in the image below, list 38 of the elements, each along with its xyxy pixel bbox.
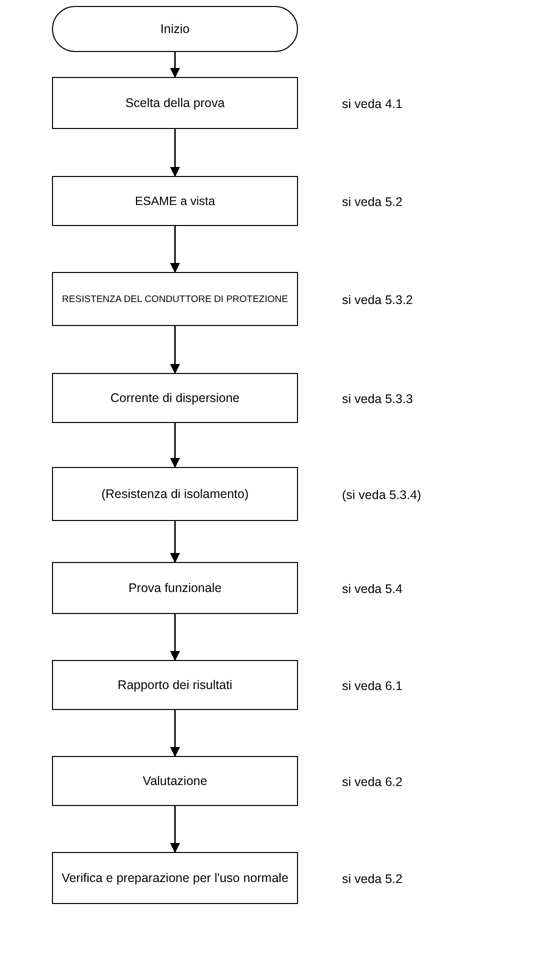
- node-label: Inizio: [160, 20, 190, 38]
- reference-note: (si veda 5.3.4): [342, 487, 422, 504]
- arrow: [170, 326, 180, 374]
- reference-note: si veda 5.2: [342, 871, 402, 888]
- arrow: [170, 710, 180, 757]
- process-box: [52, 272, 298, 326]
- node-label: Valutazione: [142, 772, 208, 790]
- reference-note: si veda 5.3.2: [342, 292, 413, 309]
- terminal-shape: [52, 6, 298, 52]
- arrow: [170, 806, 180, 853]
- node-label: Corrente di dispersione: [110, 390, 240, 407]
- arrow: [170, 226, 180, 273]
- node-label: Verifica e preparazione per l'uso normale: [62, 870, 288, 887]
- node-label: (Resistenza di isolamento): [101, 486, 249, 503]
- process-box: [52, 756, 298, 806]
- reference-note: si veda 6.2: [342, 774, 402, 791]
- arrow: [170, 423, 180, 468]
- arrow: [170, 129, 180, 177]
- process-box: [52, 852, 298, 904]
- process-box: [52, 467, 298, 521]
- process-box: [52, 660, 298, 710]
- reference-note: si veda 5.2: [342, 194, 402, 211]
- arrow: [170, 52, 180, 78]
- reference-note: si veda 6.1: [342, 678, 402, 695]
- node-label: Prova funzionale: [128, 580, 222, 597]
- reference-note: si veda 5.4: [342, 581, 402, 598]
- arrow: [170, 521, 180, 563]
- reference-note: si veda 4.1: [342, 96, 402, 113]
- arrow: [170, 614, 180, 661]
- node-label: ESAME a vista: [134, 193, 216, 210]
- process-box: [52, 77, 298, 129]
- node-label: Scelta della prova: [125, 94, 225, 112]
- node-label: RESISTENZA DEL CONDUTTORE DI PROTEZIONE: [62, 294, 288, 304]
- process-box: [52, 562, 298, 614]
- node-label: Rapporto dei risultati: [118, 676, 232, 694]
- process-box: [52, 176, 298, 226]
- reference-note: si veda 5.3.3: [342, 391, 413, 408]
- process-box: [52, 373, 298, 423]
